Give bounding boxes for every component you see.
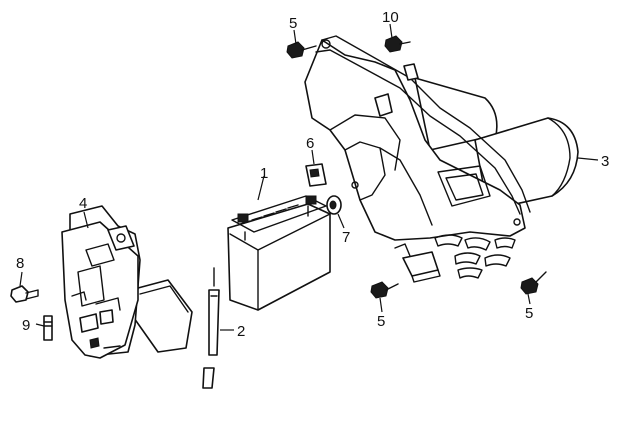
callout-2: 2 (237, 323, 245, 340)
terminal-icon (237, 213, 249, 223)
callout-8: 8 (16, 255, 24, 272)
callout-4: 4 (79, 195, 87, 212)
bolt-part-5-top (286, 41, 317, 59)
bolt-part-5-left (370, 281, 399, 299)
callout-9: 9 (22, 317, 30, 334)
bolt-part-10 (384, 35, 411, 53)
pin-part-9 (43, 315, 53, 341)
callout-6: 6 (306, 135, 314, 152)
terminal-icon (305, 195, 317, 205)
bolt-part-5-right (520, 271, 547, 295)
callout-1: 1 (260, 165, 268, 182)
leader-lines (19, 23, 599, 331)
washer-part-7 (326, 195, 342, 215)
battery-box-frame (304, 35, 579, 283)
callout-5-left: 5 (377, 313, 385, 330)
bolt-part-8 (10, 285, 39, 303)
callout-3: 3 (601, 153, 609, 170)
callout-labels: 1 2 3 4 5 5 5 6 7 8 9 10 (16, 9, 609, 340)
callout-5-right: 5 (525, 305, 533, 322)
callout-5-top: 5 (289, 15, 297, 32)
cylinder-part (474, 117, 579, 211)
battery (227, 195, 331, 311)
breather-tube (202, 267, 220, 389)
clip-part-6 (305, 163, 327, 187)
regulator-assembly (61, 205, 193, 359)
callout-10: 10 (382, 9, 399, 26)
callout-7: 7 (342, 229, 350, 246)
